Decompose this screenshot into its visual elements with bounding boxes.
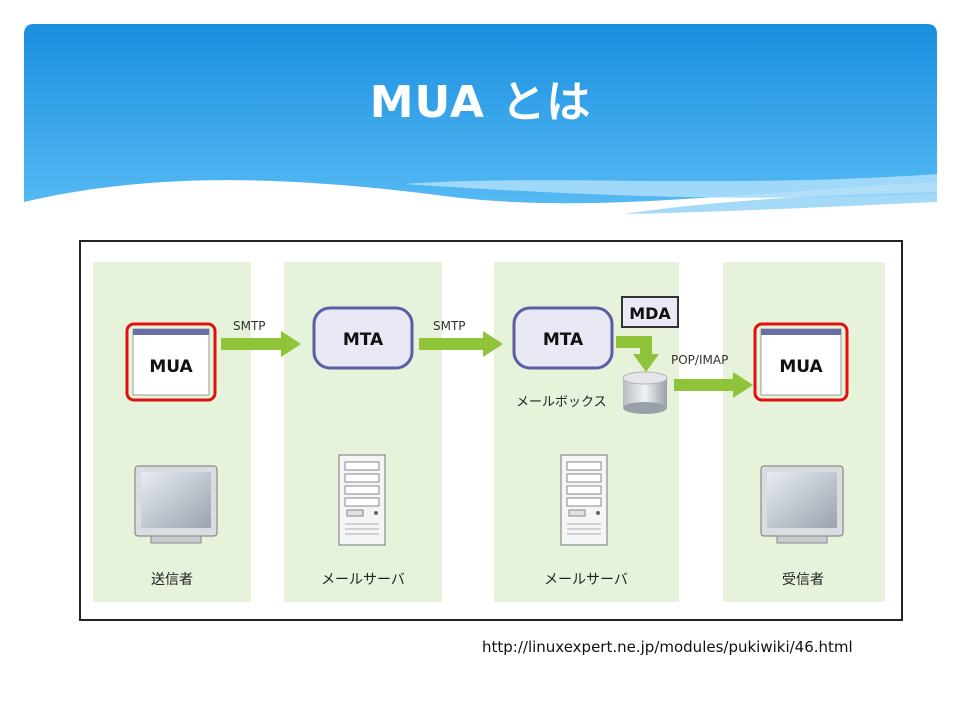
mda-box: MDA xyxy=(621,296,679,328)
mta-label-1: MTA xyxy=(343,330,384,350)
smtp-arrow-1: SMTP xyxy=(221,319,301,357)
title-banner xyxy=(24,24,937,246)
delivery-arrow xyxy=(616,336,659,372)
receiver-mua-window: MUA xyxy=(753,322,849,402)
mail-flow-diagram: MUA SMTP MTA SMTP MTA MDA xyxy=(79,240,903,621)
receiver-monitor-icon xyxy=(760,465,844,544)
mailbox-label: メールボックス xyxy=(516,395,607,410)
mta-box-2: MTA xyxy=(512,306,614,370)
protocol-label-1: SMTP xyxy=(233,319,266,333)
banner-background xyxy=(24,24,937,246)
server-1-label: メールサーバ xyxy=(321,572,405,588)
server-1-icon xyxy=(338,454,386,546)
smtp-arrow-2: SMTP xyxy=(419,319,503,357)
column-receiver xyxy=(723,262,885,602)
sender-label: 送信者 xyxy=(151,572,193,588)
slide-title: MUA とは xyxy=(369,77,592,128)
sender-mua-label: MUA xyxy=(149,357,193,377)
protocol-label-3: POP/IMAP xyxy=(671,353,728,367)
receiver-mua-label: MUA xyxy=(779,357,823,377)
mta-box-1: MTA xyxy=(312,306,414,370)
sender-mua-window: MUA xyxy=(125,322,217,402)
column-sender xyxy=(93,262,251,602)
mta-label-2: MTA xyxy=(543,330,584,350)
server-2-label: メールサーバ xyxy=(544,572,628,588)
receiver-label: 受信者 xyxy=(782,572,824,588)
protocol-label-2: SMTP xyxy=(433,319,466,333)
server-2-icon xyxy=(560,454,608,546)
mailbox-cylinder-icon xyxy=(622,371,668,414)
sender-monitor-icon xyxy=(134,465,218,544)
pop-imap-arrow: POP/IMAP xyxy=(671,353,753,398)
mda-label: MDA xyxy=(629,304,671,323)
source-url: http://linuxexpert.ne.jp/modules/pukiwik… xyxy=(482,638,853,656)
